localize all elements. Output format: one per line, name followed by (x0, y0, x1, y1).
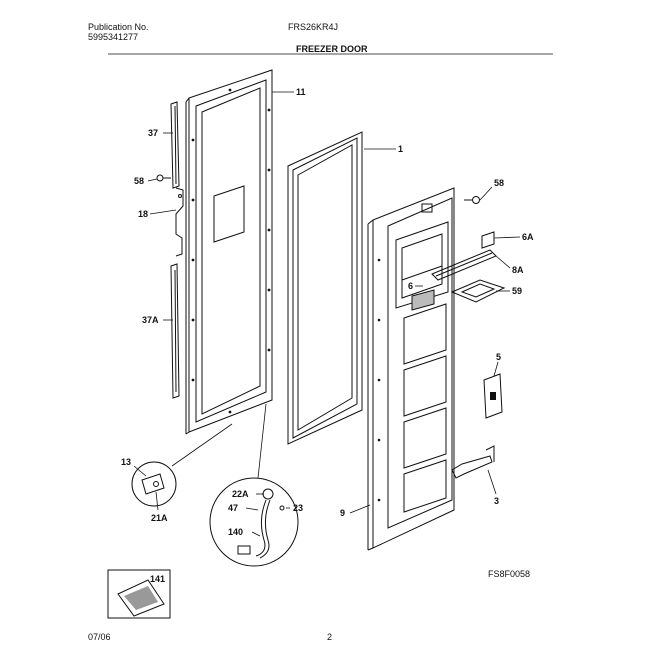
hinge-screw-right (464, 196, 480, 204)
callout-6A: 6A (522, 232, 534, 242)
callout-9: 9 (340, 508, 345, 518)
section-title: FREEZER DOOR (296, 44, 368, 54)
publication-number: 5995341277 (88, 32, 139, 42)
top-trim-strip (170, 101, 180, 189)
dispenser-bar (431, 249, 497, 281)
callout-140: 140 (228, 527, 243, 537)
hinge-screw-left (156, 174, 171, 182)
handle-mount (483, 373, 503, 419)
hinge-detail-circle (131, 461, 177, 507)
callout-labels: 11 1 37 58 18 37A 58 6A 8A 6 59 5 3 9 13… (121, 87, 534, 584)
callout-1: 1 (398, 144, 403, 154)
callout-5: 5 (496, 352, 501, 362)
callout-21A: 21A (151, 513, 168, 523)
dispenser-housing (395, 221, 449, 309)
callout-22A: 22A (232, 489, 249, 499)
inner-door-panel (185, 69, 273, 435)
callout-3: 3 (494, 496, 499, 506)
leader-lines (133, 91, 521, 537)
inset-part-box (107, 569, 171, 619)
bottom-trim-strip (170, 263, 180, 399)
door-gasket (287, 131, 363, 445)
callout-23: 23 (293, 503, 303, 513)
door-bin-upper (403, 303, 447, 365)
callout-58-right: 58 (494, 178, 504, 188)
callout-37A: 37A (142, 315, 159, 325)
outer-freezer-door (367, 187, 455, 551)
publication-label: Publication No. (88, 22, 149, 32)
dispenser-grille (411, 289, 435, 311)
drip-tray (450, 279, 506, 303)
callout-13: 13 (121, 457, 131, 467)
callout-6-door: 6 (408, 281, 413, 291)
panel-label-plate (213, 185, 245, 243)
door-bin-middle (403, 355, 447, 417)
model-number: FRS26KR4J (288, 22, 339, 32)
figure-code: FS8F0058 (488, 569, 531, 579)
door-handle (451, 445, 495, 479)
door-bin-lower (403, 407, 447, 469)
callout-47: 47 (228, 503, 238, 513)
wiring-detail-circle (209, 477, 299, 567)
callout-59: 59 (512, 286, 522, 296)
hinge-bracket (175, 187, 184, 257)
callout-11: 11 (296, 87, 306, 97)
callout-58-left: 58 (134, 176, 144, 186)
callout-141: 141 (150, 574, 165, 584)
page-number: 2 (327, 632, 333, 642)
callout-37: 37 (148, 128, 158, 138)
door-bin-bottom (403, 459, 447, 513)
callout-8A: 8A (512, 265, 524, 275)
date-code: 07/06 (88, 632, 111, 642)
callout-18: 18 (138, 209, 148, 219)
dispenser-bracket (481, 231, 495, 249)
